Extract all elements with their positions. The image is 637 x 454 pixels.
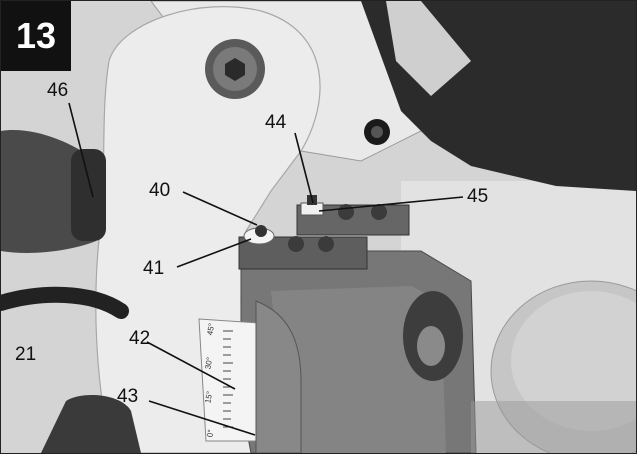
table-surface xyxy=(471,401,636,453)
fence-screw xyxy=(288,236,304,252)
callout-42: 42 xyxy=(129,328,151,349)
fence-screw xyxy=(371,204,387,220)
turntable-rim xyxy=(511,291,636,431)
scale-label-15: 15° xyxy=(203,390,214,403)
table-block-face xyxy=(271,286,446,453)
callout-21: 21 xyxy=(15,344,37,365)
callout-40: 40 xyxy=(149,180,171,201)
scale-label-45: 45° xyxy=(205,322,216,335)
hex-socket xyxy=(225,58,245,81)
callout-43: 43 xyxy=(117,386,139,407)
callout-45: 45 xyxy=(467,186,489,207)
handle-collar xyxy=(71,149,106,241)
motor-cover-edge xyxy=(386,1,471,96)
housing-screw-inner xyxy=(371,126,383,138)
carriage-arm xyxy=(255,300,302,453)
power-cord xyxy=(1,286,129,319)
fence-screw xyxy=(338,204,354,220)
fence-screw xyxy=(318,236,334,252)
scale-label-0: 0° xyxy=(205,429,215,438)
boss-shaft xyxy=(417,326,445,366)
stop-screw-44 xyxy=(307,195,317,205)
figure-number: 13 xyxy=(1,1,71,71)
stop-screw-40 xyxy=(255,225,267,237)
base-left-dark xyxy=(41,395,141,453)
callout-41: 41 xyxy=(143,258,165,279)
callout-44: 44 xyxy=(265,112,287,133)
callout-46: 46 xyxy=(47,80,69,101)
bevel-scale xyxy=(198,318,260,442)
